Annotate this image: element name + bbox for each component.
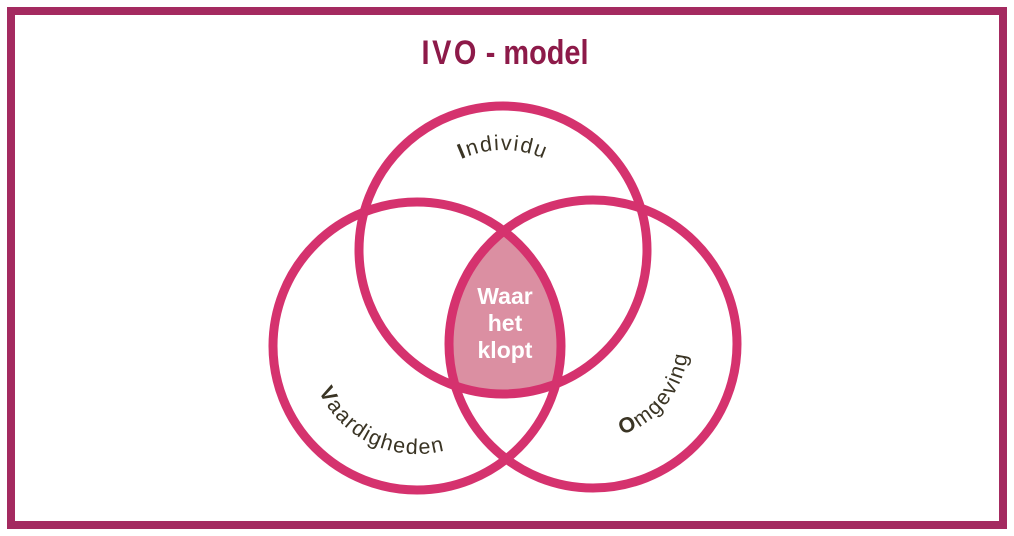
label-vaardigheden: Vaardigheden: [314, 382, 447, 459]
label-omgeving-rest: mgeving: [628, 350, 692, 431]
center-label-line-2: het: [488, 310, 523, 336]
page-title-rest: - model: [486, 33, 589, 72]
circle-vaardigheden: [268, 197, 566, 495]
circle-omgeving: [444, 195, 742, 493]
center-label-line-3: klopt: [478, 337, 533, 363]
circle-individu: [354, 101, 652, 399]
page-title-acronym: IVO: [422, 33, 479, 72]
label-individu: Individu: [454, 131, 552, 164]
label-omgeving: Omgeving: [615, 350, 693, 439]
center-label-line-1: Waar: [477, 283, 532, 309]
label-individu-rest: ndividu: [463, 131, 552, 164]
page-title: IVO- model: [422, 33, 589, 72]
center-overlap-region: [449, 231, 562, 395]
label-vaardigheden-rest: aardigheden: [322, 394, 446, 459]
